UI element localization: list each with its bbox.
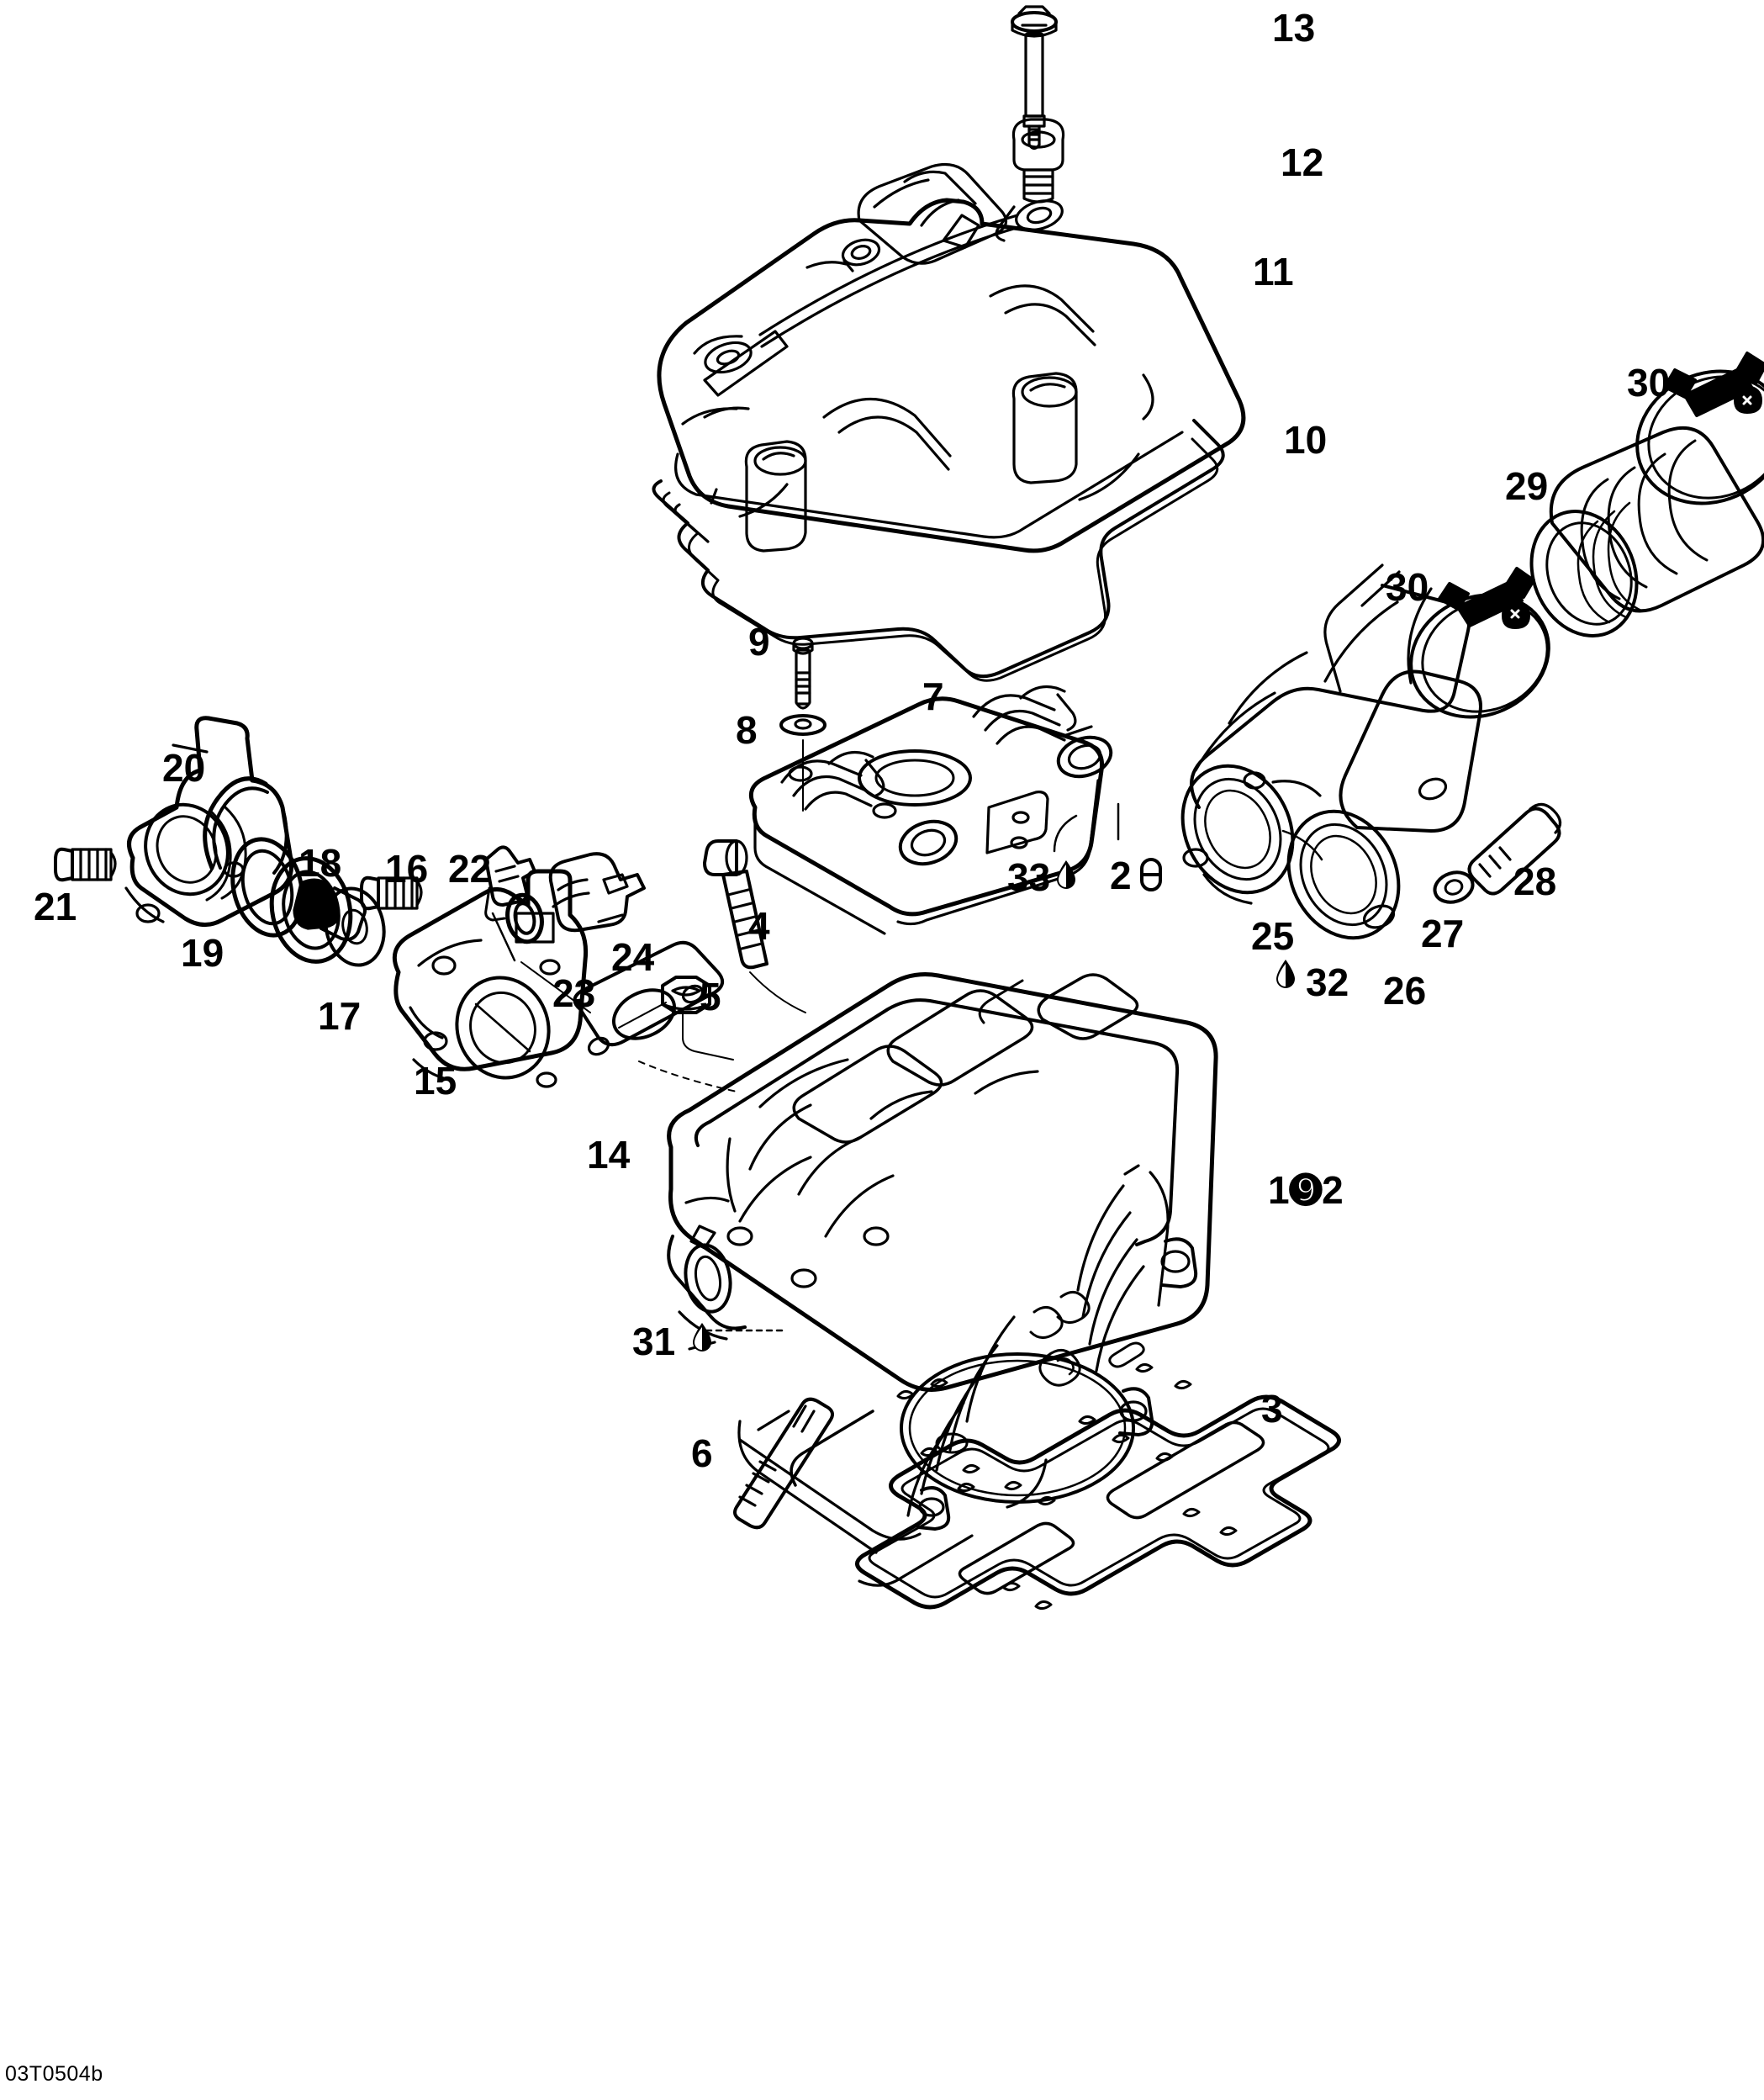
callout-5: 5 — [700, 975, 721, 1018]
callout-3: 3 — [1261, 1387, 1283, 1431]
part-21-screw — [54, 847, 117, 882]
part-24-thermal-switch — [548, 852, 646, 933]
callout-12: 12 — [1281, 140, 1324, 184]
callout-7: 7 — [922, 674, 944, 718]
callout-19: 19 — [181, 931, 224, 975]
callout-30-lower: 30 — [1386, 565, 1429, 609]
callout-22: 22 — [448, 847, 492, 891]
part-12-spark-plug — [1011, 118, 1065, 204]
callout-25: 25 — [1251, 914, 1295, 958]
callout-2-grease: 2 — [1110, 854, 1132, 897]
callout-18: 18 — [298, 841, 342, 885]
callout-32: 32 — [1306, 960, 1349, 1004]
callout-23: 23 — [552, 971, 596, 1015]
part-29-air-intake-boot — [1529, 426, 1764, 637]
part-10-valve-cover-gasket — [652, 419, 1225, 682]
callout-cylinder-head-1-2: 1➒2 — [1268, 1168, 1344, 1212]
callout-16: 16 — [385, 847, 429, 891]
part-15-thermostat-housing — [392, 869, 589, 1088]
part-26-intake-adapter — [1190, 563, 1482, 929]
drawing-reference-code: 03T0504b — [5, 2062, 103, 2086]
callout-29: 29 — [1505, 464, 1549, 508]
callout-21: 21 — [34, 885, 77, 928]
part-6-stud — [733, 1397, 834, 1530]
sealant-drop-icon-33 — [1057, 860, 1075, 889]
callout-33: 33 — [1007, 855, 1051, 899]
part-14-flange-gasket — [573, 940, 725, 1056]
callout-24: 24 — [611, 935, 655, 979]
callout-9: 9 — [748, 620, 770, 664]
callout-17: 17 — [318, 994, 362, 1038]
callout-10: 10 — [1284, 418, 1328, 462]
part-16-screw — [360, 875, 423, 911]
part-1-2-cylinder-head — [667, 972, 1218, 1587]
callout-26: 26 — [1383, 969, 1427, 1013]
part-27-washer — [1433, 870, 1475, 904]
part-11-valve-cover — [657, 163, 1246, 553]
callout-4: 4 — [748, 904, 770, 948]
sealant-drop-icon-31 — [693, 1323, 711, 1352]
grease-symbol-icon — [1140, 858, 1162, 891]
callout-20: 20 — [162, 746, 206, 790]
part-13-flange-bolt — [1011, 5, 1058, 151]
part-17-thermostat — [269, 856, 386, 967]
callout-14: 14 — [587, 1133, 631, 1177]
part-7-camshaft-holder — [748, 685, 1113, 935]
callout-27: 27 — [1421, 912, 1465, 955]
callout-8: 8 — [736, 708, 758, 752]
callout-30-upper: 30 — [1627, 361, 1671, 405]
part-5-nut — [661, 976, 711, 1014]
callout-15: 15 — [414, 1059, 457, 1103]
sealant-drop-icon-32 — [1276, 960, 1295, 988]
callout-28: 28 — [1513, 860, 1557, 903]
part-9-bolt — [792, 637, 814, 710]
part-4-cylinder-head-bolt — [703, 839, 768, 970]
part-28-bolt — [1467, 802, 1562, 896]
callout-13: 13 — [1272, 6, 1316, 50]
callout-11: 11 — [1253, 250, 1294, 294]
part-30-hose-clamp-lower — [1409, 567, 1550, 719]
part-23-o-ring-small — [505, 892, 544, 944]
callout-31: 31 — [632, 1320, 676, 1363]
part-3-cylinder-head-gasket — [855, 1341, 1341, 1611]
callout-6: 6 — [691, 1431, 713, 1475]
part-25-intake-flanges — [1180, 764, 1401, 940]
part-8-washer — [779, 714, 827, 736]
